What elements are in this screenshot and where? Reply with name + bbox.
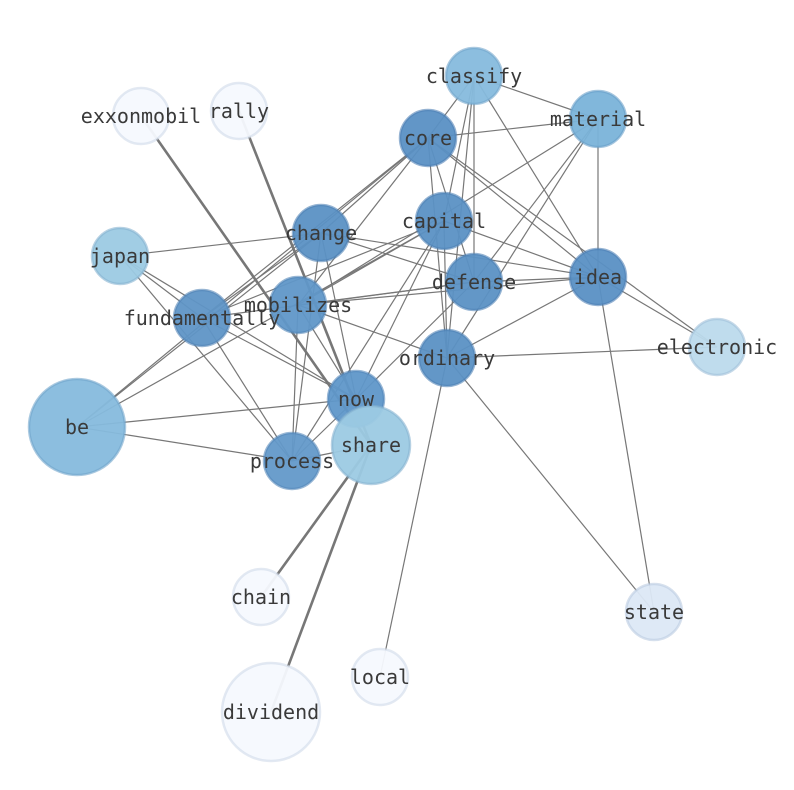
- labels-layer: classify material core exxonmobil rally chang…: [65, 64, 777, 724]
- node-mobilizes[interactable]: [268, 275, 328, 335]
- node-capital[interactable]: [414, 191, 474, 251]
- node-label-be: be: [65, 415, 89, 439]
- node-defense[interactable]: [444, 252, 504, 312]
- node-label-mobilizes: mobilizes: [244, 293, 352, 317]
- node-be[interactable]: [27, 377, 127, 477]
- edge-capital-fundamentally: [201, 220, 445, 319]
- edge-ordinary-local: [379, 357, 448, 678]
- node-state[interactable]: [624, 582, 684, 642]
- edge-capital-be: [76, 220, 445, 428]
- node-change[interactable]: [291, 203, 351, 263]
- node-label-rally: rally: [209, 99, 269, 123]
- edge-capital-now: [355, 220, 445, 400]
- edge-core-mobilizes: [297, 137, 429, 306]
- edge-change-process: [291, 232, 322, 462]
- node-exxonmobil[interactable]: [111, 86, 171, 146]
- node-idea[interactable]: [568, 247, 628, 307]
- edge-core-electronic: [427, 137, 718, 348]
- node-label-exxonmobil: exxonmobil: [81, 104, 201, 128]
- node-label-core: core: [404, 126, 452, 150]
- node-label-state: state: [624, 600, 684, 624]
- node-rally[interactable]: [209, 81, 269, 141]
- node-ordinary[interactable]: [417, 328, 477, 388]
- node-label-capital: capital: [402, 209, 486, 233]
- node-label-change: change: [285, 221, 357, 245]
- node-label-dividend: dividend: [223, 700, 319, 724]
- node-electronic[interactable]: [687, 317, 747, 377]
- node-label-now: now: [338, 387, 375, 411]
- node-label-process: process: [250, 449, 334, 473]
- node-label-japan: japan: [90, 244, 150, 268]
- edges-layer: [76, 75, 718, 713]
- node-dividend[interactable]: [220, 661, 322, 763]
- node-label-idea: idea: [574, 265, 622, 289]
- node-material[interactable]: [568, 89, 628, 149]
- edge-ordinary-electronic: [446, 346, 718, 359]
- node-label-chain: chain: [231, 585, 291, 609]
- node-label-material: material: [550, 107, 646, 131]
- node-japan[interactable]: [90, 226, 150, 286]
- edge-core-idea: [427, 137, 599, 278]
- node-core[interactable]: [398, 108, 458, 168]
- edge-japan-process: [119, 255, 293, 462]
- node-label-local: local: [350, 665, 410, 689]
- node-chain[interactable]: [231, 567, 291, 627]
- node-label-defense: defense: [432, 270, 516, 294]
- node-label-share: share: [341, 433, 401, 457]
- edge-defense-fundamentally: [201, 281, 475, 319]
- node-local[interactable]: [350, 647, 410, 707]
- edge-ordinary-state: [446, 357, 655, 613]
- edge-japan-now: [119, 255, 357, 400]
- edge-idea-state: [597, 276, 655, 613]
- node-fundamentally[interactable]: [172, 288, 232, 348]
- edge-classify-idea: [473, 75, 599, 278]
- node-label-electronic: electronic: [657, 335, 777, 359]
- edge-material-ordinary: [446, 118, 599, 359]
- node-classify[interactable]: [444, 46, 504, 106]
- node-share[interactable]: [330, 404, 412, 486]
- node-label-classify: classify: [426, 64, 522, 88]
- edge-change-idea: [320, 232, 599, 278]
- node-label-fundamentally: fundamentally: [124, 306, 281, 330]
- nodes-layer: [27, 46, 747, 763]
- node-process[interactable]: [262, 431, 322, 491]
- edge-material-defense: [473, 118, 599, 283]
- node-label-ordinary: ordinary: [399, 346, 495, 370]
- edge-capital-process: [291, 220, 445, 462]
